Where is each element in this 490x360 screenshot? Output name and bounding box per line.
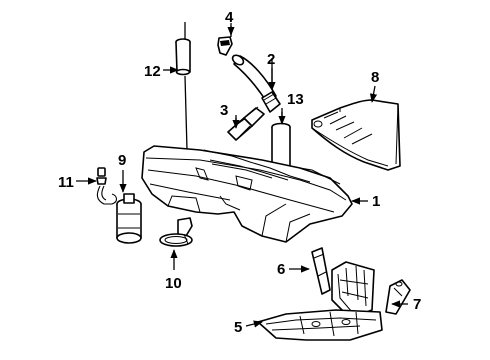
callout-13: 13 [287,91,304,108]
part-12-filler-pipe [175,22,191,151]
part-3-vent-hose [227,106,265,141]
callout-10: 10 [165,275,182,292]
part-4-cap [217,26,233,56]
part-8-heat-shield [311,99,401,171]
callout-4: 4 [225,9,234,26]
callout-12: 12 [144,63,161,80]
callout-6: 6 [277,261,285,278]
part-6-tank-strap-left [311,247,331,295]
callout-labels: 1 2 3 4 5 6 7 8 9 10 11 12 13 [58,9,421,336]
callout-11: 11 [58,174,74,191]
part-1-fuel-tank [141,145,353,243]
part-7-tank-strap-right [385,279,411,315]
callout-7: 7 [413,296,421,313]
callout-5: 5 [234,319,242,336]
callout-2: 2 [267,51,275,68]
callout-1: 1 [372,193,380,210]
callout-9: 9 [118,152,126,169]
part-2-filler-hose [231,54,281,113]
part-10-pump-bracket [159,217,193,247]
tank-support-bracket [331,261,375,319]
part-5-skid-plate [257,309,383,341]
callout-3: 3 [220,102,228,119]
callout-8: 8 [371,69,379,86]
part-9-fuel-filter [116,193,142,244]
part-11-check-valve [96,167,118,205]
callout-arrows [76,23,408,328]
